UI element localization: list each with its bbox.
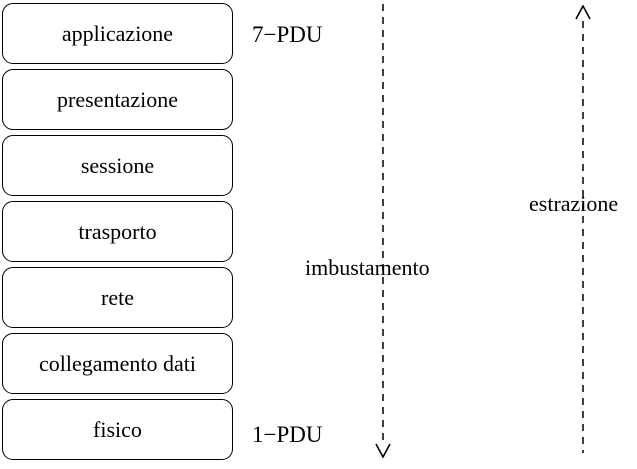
layer-box-collegamento-dati: collegamento dati [2, 333, 233, 394]
layer-box-fisico: fisico [2, 399, 233, 460]
estrazione-label: estrazione [529, 191, 619, 216]
imbustamento-label: imbustamento [305, 255, 430, 280]
pdu-bottom-label: 1−PDU [252, 422, 323, 447]
layer-label: fisico [93, 416, 142, 442]
layer-label: applicazione [61, 20, 174, 46]
layer-box-rete: rete [2, 267, 233, 328]
arrow-down-icon [375, 443, 391, 458]
layer-box-sessione: sessione [2, 135, 233, 196]
layer-stack: applicazione presentazione sessione tras… [2, 3, 233, 460]
imbustamento-arrow-line [382, 4, 384, 442]
layer-label: trasporto [78, 218, 157, 244]
estrazione-arrow-line [582, 21, 584, 453]
pdu-top-label: 7−PDU [252, 22, 323, 47]
layer-label: rete [101, 284, 134, 310]
layer-label: collegamento dati [39, 350, 196, 376]
layer-label: presentazione [57, 86, 178, 112]
layer-box-presentazione: presentazione [2, 69, 233, 130]
layer-box-trasporto: trasporto [2, 201, 233, 262]
layer-box-applicazione: applicazione [2, 3, 233, 64]
layer-label: sessione [80, 152, 155, 178]
arrow-up-icon [575, 5, 591, 20]
